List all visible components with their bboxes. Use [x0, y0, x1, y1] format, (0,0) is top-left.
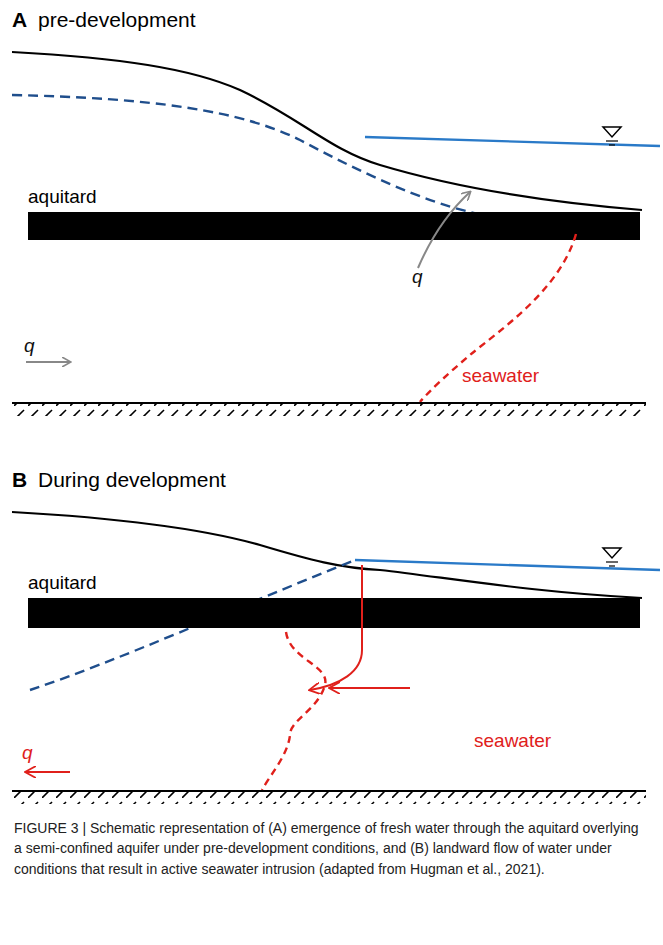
- panel-letter: B: [12, 468, 27, 492]
- flow-symbol: q: [24, 335, 35, 357]
- flow-symbol: q: [412, 266, 423, 288]
- layer-name: aquitard: [28, 572, 97, 594]
- panel-title: During development: [38, 468, 226, 492]
- water-label: seawater: [474, 730, 551, 752]
- panel-title: pre-development: [38, 8, 196, 32]
- water-label: seawater: [462, 365, 539, 387]
- panel-letter: A: [12, 8, 27, 32]
- layer-name: aquitard: [28, 186, 97, 208]
- flow-symbol: q: [22, 742, 33, 764]
- figure-caption: FIGURE 3 | Schematic representation of (…: [14, 818, 650, 879]
